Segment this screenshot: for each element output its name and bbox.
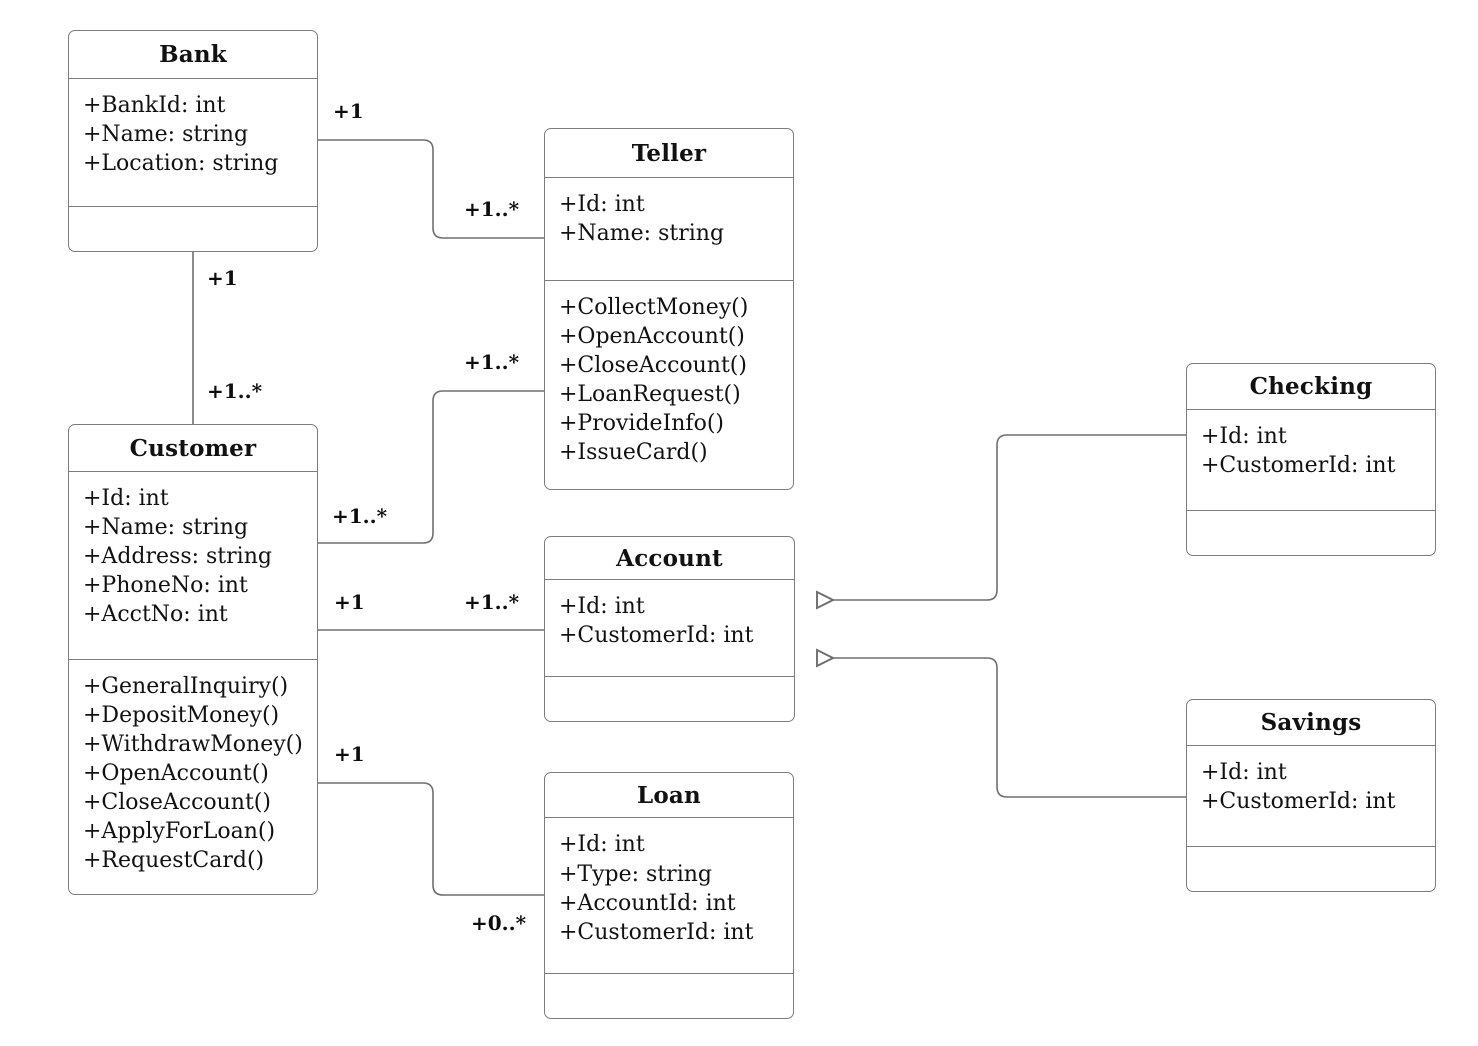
class-separator bbox=[69, 659, 317, 660]
multiplicity-bank-teller-src: +1 bbox=[333, 99, 364, 123]
class-name-checking: Checking bbox=[1249, 373, 1373, 401]
attribute-row: +Name: string bbox=[559, 221, 725, 247]
class-attributes-checking: +Id: int +CustomerId: int bbox=[1187, 410, 1435, 510]
class-separator bbox=[545, 973, 793, 974]
class-separator bbox=[1187, 845, 1435, 847]
multiplicity-customer-loan-tgt: +0..* bbox=[471, 911, 527, 935]
operation-row: +GeneralInquiry() bbox=[83, 674, 289, 699]
class-attributes-loan: +Id: int +Type: string +AccountId: int +Cus… bbox=[545, 818, 793, 973]
edge-bank-teller[interactable] bbox=[318, 139, 544, 239]
class-name-bank: Bank bbox=[159, 40, 227, 68]
class-box-savings[interactable]: Savings +Id: int +CustomerId: int bbox=[1186, 699, 1436, 892]
attribute-row: +CustomerId: int bbox=[559, 919, 754, 945]
attribute-row: +PhoneNo: int bbox=[83, 573, 248, 599]
multiplicity-bank-customer-src: +1 bbox=[207, 266, 238, 290]
multiplicity-bank-customer-tgt: +1..* bbox=[207, 379, 263, 403]
operation-row: +CollectMoney() bbox=[559, 295, 749, 320]
operation-row: +ApplyForLoan() bbox=[83, 819, 276, 845]
class-box-bank[interactable]: Bank +BankId: int +Name: string +Location: … bbox=[68, 30, 318, 252]
class-box-account[interactable]: Account +Id: int +CustomerId: int bbox=[544, 536, 795, 722]
class-separator bbox=[545, 280, 793, 281]
class-name-account: Account bbox=[616, 544, 723, 572]
class-separator bbox=[69, 206, 317, 207]
class-attributes-customer: +Id: int +Name: string +Address: string +Ph… bbox=[69, 472, 317, 659]
operation-row: +WithdrawMoney() bbox=[83, 732, 303, 758]
class-name-customer: Customer bbox=[129, 434, 257, 462]
attribute-row: +AcctNo: int bbox=[83, 602, 228, 628]
class-separator bbox=[1187, 745, 1435, 747]
attribute-row: +Id: int bbox=[83, 486, 169, 511]
class-separator bbox=[545, 579, 794, 581]
multiplicity-customer-account-src: +1 bbox=[334, 590, 365, 614]
class-separator bbox=[545, 817, 793, 819]
attribute-row: +Id: int bbox=[559, 594, 645, 620]
class-operations-customer: +GeneralInquiry() +DepositMoney() +Withdra… bbox=[69, 660, 317, 885]
operation-row: +CloseAccount() bbox=[83, 790, 271, 816]
operation-row: +OpenAccount() bbox=[83, 761, 269, 787]
attribute-row: +Address: string bbox=[83, 544, 272, 570]
class-attributes-teller: +Id: int +Name: string bbox=[545, 178, 793, 280]
attribute-row: +Id: int bbox=[559, 832, 645, 858]
attribute-row: +BankId: int bbox=[83, 92, 226, 118]
attribute-row: +AccountId: int bbox=[559, 890, 736, 916]
edge-checking-account[interactable] bbox=[817, 434, 1186, 600]
operation-row: +IssueCard() bbox=[559, 440, 708, 466]
operation-row: +CloseAccount() bbox=[559, 353, 747, 379]
class-separator bbox=[545, 676, 794, 677]
class-attributes-bank: +BankId: int +Name: string +Location: stri… bbox=[69, 79, 317, 206]
class-operations-account bbox=[545, 677, 794, 721]
attribute-row: +CustomerId: int bbox=[559, 623, 754, 649]
class-operations-loan bbox=[545, 974, 793, 1018]
class-box-checking[interactable]: Checking +Id: int +CustomerId: int bbox=[1186, 363, 1436, 556]
class-name-teller: Teller bbox=[631, 139, 707, 167]
attribute-row: +Id: int bbox=[1201, 424, 1287, 450]
multiplicity-customer-loan-src: +1 bbox=[334, 742, 365, 766]
class-box-teller[interactable]: Teller +Id: int +Name: string +CollectMoney… bbox=[544, 128, 794, 490]
multiplicity-customer-teller-src: +1..* bbox=[332, 504, 388, 528]
operation-row: +ProvideInfo() bbox=[559, 411, 724, 437]
class-name-savings: Savings bbox=[1260, 709, 1362, 737]
edge-customer-teller[interactable] bbox=[318, 390, 544, 544]
attribute-row: +Name: string bbox=[83, 515, 249, 541]
class-separator bbox=[1187, 509, 1435, 511]
class-separator bbox=[1187, 409, 1435, 411]
attribute-row: +CustomerId: int bbox=[1201, 453, 1396, 479]
class-operations-teller: +CollectMoney() +OpenAccount() +CloseAccou… bbox=[545, 281, 793, 477]
class-attributes-account: +Id: int +CustomerId: int bbox=[545, 580, 794, 676]
edge-savings-account[interactable] bbox=[817, 658, 1186, 798]
class-separator bbox=[69, 471, 317, 472]
class-box-loan[interactable]: Loan +Id: int +Type: string +AccountId: int… bbox=[544, 772, 794, 1019]
class-name-loan: Loan bbox=[637, 781, 701, 809]
attribute-row: +Id: int bbox=[559, 192, 645, 217]
multiplicity-bank-teller-tgt: +1..* bbox=[464, 197, 520, 221]
multiplicity-customer-teller-tgt: +1..* bbox=[464, 350, 520, 374]
class-operations-savings bbox=[1187, 847, 1435, 891]
attribute-row: +Type: string bbox=[559, 861, 712, 887]
attribute-row: +Id: int bbox=[1201, 760, 1287, 786]
class-separator bbox=[69, 77, 317, 79]
edge-customer-loan[interactable] bbox=[318, 782, 544, 896]
multiplicity-customer-account-tgt: +1..* bbox=[464, 590, 520, 614]
class-box-customer[interactable]: Customer +Id: int +Name: string +Address: s… bbox=[68, 424, 318, 895]
operation-row: +OpenAccount() bbox=[559, 324, 745, 350]
attribute-row: +CustomerId: int bbox=[1201, 789, 1396, 815]
class-operations-checking bbox=[1187, 511, 1435, 555]
operation-row: +DepositMoney() bbox=[83, 703, 280, 729]
class-operations-bank bbox=[69, 207, 317, 251]
class-separator bbox=[545, 177, 793, 178]
operation-row: +LoanRequest() bbox=[559, 382, 741, 408]
attribute-row: +Name: string bbox=[83, 121, 249, 147]
attribute-row: +Location: string bbox=[83, 150, 279, 176]
class-attributes-savings: +Id: int +CustomerId: int bbox=[1187, 746, 1435, 846]
operation-row: +RequestCard() bbox=[83, 848, 265, 874]
